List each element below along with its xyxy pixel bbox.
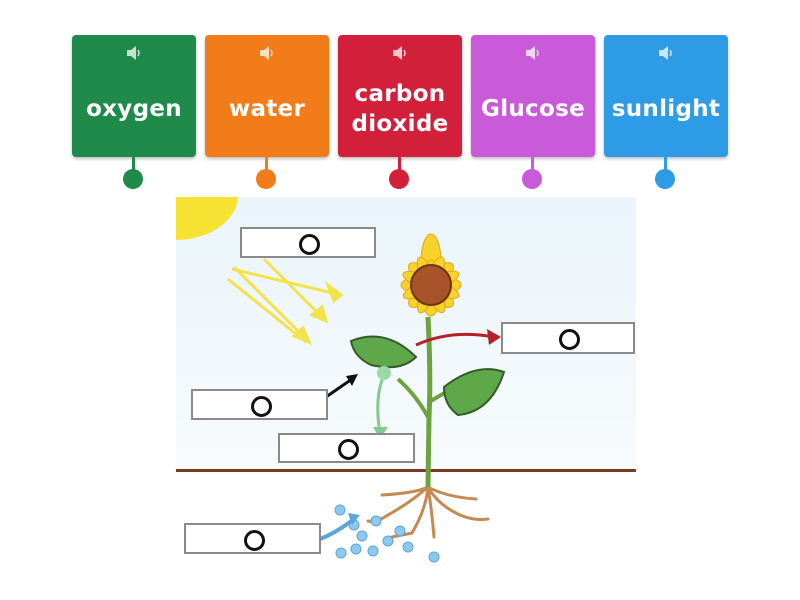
tile-drag-handle[interactable] — [655, 169, 675, 189]
tile-drag-handle[interactable] — [522, 169, 542, 189]
answer-tile-1[interactable]: oxygen — [72, 35, 196, 157]
drop-zone-3[interactable] — [191, 389, 328, 420]
tile-pin-stem — [664, 157, 667, 175]
drop-target-ring — [250, 395, 272, 417]
tile-pin-stem — [398, 157, 401, 175]
speaker-icon[interactable] — [604, 44, 728, 62]
sunflower-head — [400, 233, 462, 317]
tile-label: carbon dioxide — [351, 81, 449, 137]
answer-tile-4[interactable]: Glucose — [471, 35, 595, 157]
tile-label: water — [228, 96, 306, 122]
speaker-icon[interactable] — [72, 44, 196, 62]
answer-tile-5[interactable]: sunlight — [604, 35, 728, 157]
drop-target-ring — [299, 233, 320, 255]
tile-label: oxygen — [86, 96, 182, 122]
speaker-icon[interactable] — [205, 44, 329, 62]
photosynthesis-diagram — [176, 197, 636, 572]
tile-label: sunlight — [611, 96, 721, 122]
drop-zone-5[interactable] — [184, 523, 321, 554]
tile-pin-stem — [531, 157, 534, 175]
speaker-icon[interactable] — [338, 44, 462, 62]
drop-zone-2[interactable] — [501, 322, 635, 354]
answer-tile-3[interactable]: carbon dioxide — [338, 35, 462, 157]
tile-drag-handle[interactable] — [389, 169, 409, 189]
drop-target-ring — [243, 529, 265, 551]
sun-shape — [176, 197, 238, 241]
drop-target-ring — [337, 439, 359, 460]
drop-zone-1[interactable] — [240, 227, 376, 258]
drop-zone-4[interactable] — [278, 433, 415, 463]
sun-rays — [227, 257, 344, 345]
speaker-icon[interactable] — [471, 44, 595, 62]
tile-drag-handle[interactable] — [256, 169, 276, 189]
tile-label: Glucose — [481, 96, 585, 122]
tile-drag-handle[interactable] — [123, 169, 143, 189]
answer-tile-2[interactable]: water — [205, 35, 329, 157]
drop-target-ring — [559, 329, 580, 350]
tile-pin-stem — [132, 157, 135, 175]
tile-pin-stem — [265, 157, 268, 175]
water-drops — [334, 504, 440, 563]
roots — [366, 485, 490, 539]
